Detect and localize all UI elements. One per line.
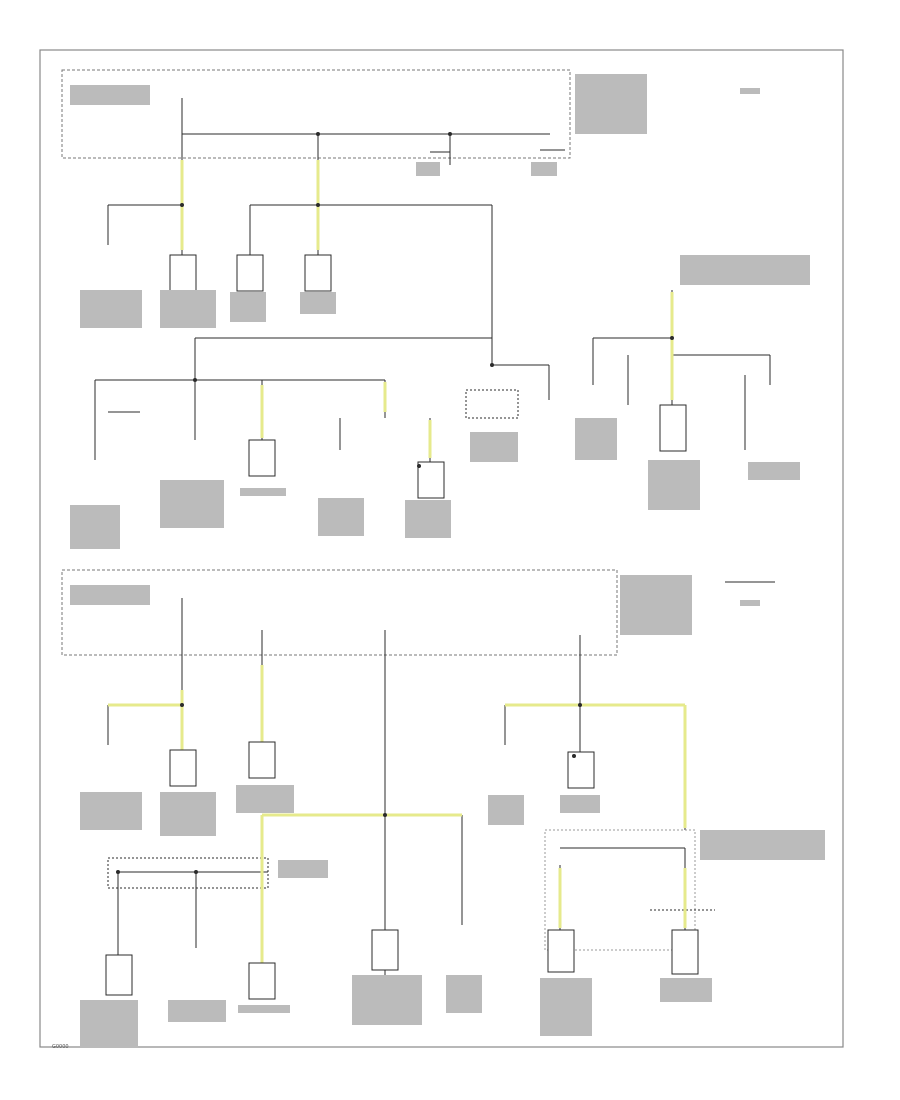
bottom-junctions [116, 703, 582, 874]
component-box [248, 741, 276, 779]
top-components [169, 254, 687, 499]
outer-frame [39, 49, 844, 1048]
top-junctions [180, 132, 674, 468]
component-box [169, 749, 197, 787]
bottom-right-box [544, 829, 696, 951]
top-fuse-box [61, 69, 571, 159]
bottom-power-traces [108, 665, 687, 963]
component-box [671, 929, 699, 975]
component-box [417, 461, 445, 499]
component-box [547, 929, 575, 973]
component-box [659, 404, 687, 452]
component-box [304, 254, 332, 292]
component-box [371, 929, 399, 971]
bottom-fuse-box [61, 569, 618, 656]
component-box [248, 962, 276, 1000]
bottom-label-blocks [70, 575, 825, 1048]
top-diagram [61, 69, 771, 462]
footer-code: G0000 [52, 1044, 69, 1050]
component-box [236, 254, 264, 292]
main-relay-box [465, 389, 519, 419]
bottom-splice-box [107, 857, 269, 889]
bottom-components [105, 741, 699, 1000]
component-box [567, 751, 595, 789]
component-box [105, 954, 133, 996]
component-box [169, 254, 197, 292]
top-label-blocks [70, 74, 810, 549]
component-box [248, 439, 276, 477]
